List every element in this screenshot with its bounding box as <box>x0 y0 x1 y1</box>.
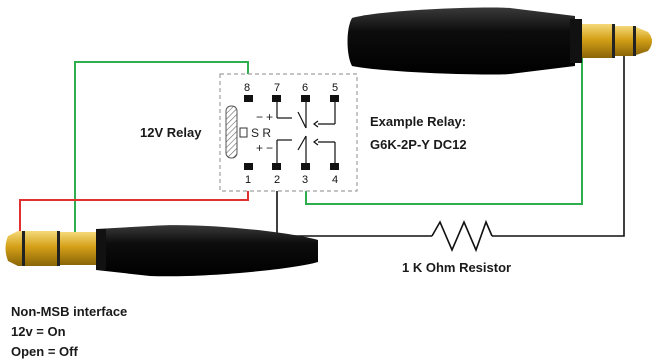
pin-pad-3 <box>301 163 310 170</box>
pin-pad-7 <box>272 95 281 102</box>
coil-plus-bottom: + <box>256 141 263 155</box>
note-interface: Non-MSB interface <box>11 304 127 319</box>
note-on-state: 12v = On <box>11 324 66 339</box>
coil-minus-bottom: − <box>266 141 273 155</box>
pin-label-4: 4 <box>332 174 338 186</box>
green-wire-pin3 <box>305 42 583 205</box>
resistor-symbol <box>431 219 493 253</box>
pin-pad-5 <box>330 95 339 102</box>
relay-coil <box>225 105 238 159</box>
coil-set-reset-label: S R <box>251 126 271 140</box>
example-relay-model: G6K-2P-Y DC12 <box>370 137 467 152</box>
example-relay-label: Example Relay: <box>370 114 466 129</box>
pin-label-7: 7 <box>274 82 280 94</box>
resistor-label: 1 K Ohm Resistor <box>402 260 511 275</box>
relay-label: 12V Relay <box>140 125 202 140</box>
coil-plus-top: + <box>266 110 273 124</box>
pin-label-1: 1 <box>245 174 251 186</box>
pin-pad-2 <box>272 163 281 170</box>
pin-label-6: 6 <box>302 82 308 94</box>
audio-plug-bottom-left <box>5 225 318 277</box>
pin-pad-1 <box>244 163 253 170</box>
pin-label-3: 3 <box>302 174 308 186</box>
note-off-state: Open = Off <box>11 344 78 359</box>
pin-pad-8 <box>244 95 253 102</box>
coil-minus-top: − <box>256 110 263 124</box>
pin-pad-6 <box>301 95 310 102</box>
audio-plug-top-right <box>347 7 652 75</box>
pin-label-2: 2 <box>274 174 280 186</box>
pin-pad-4 <box>330 163 339 170</box>
pin-label-8: 8 <box>244 82 250 94</box>
relay-component: 8 7 6 5 1 2 3 4 + − + − S R <box>219 73 358 192</box>
relay-internal-switches <box>276 102 336 163</box>
pin-label-5: 5 <box>332 82 338 94</box>
